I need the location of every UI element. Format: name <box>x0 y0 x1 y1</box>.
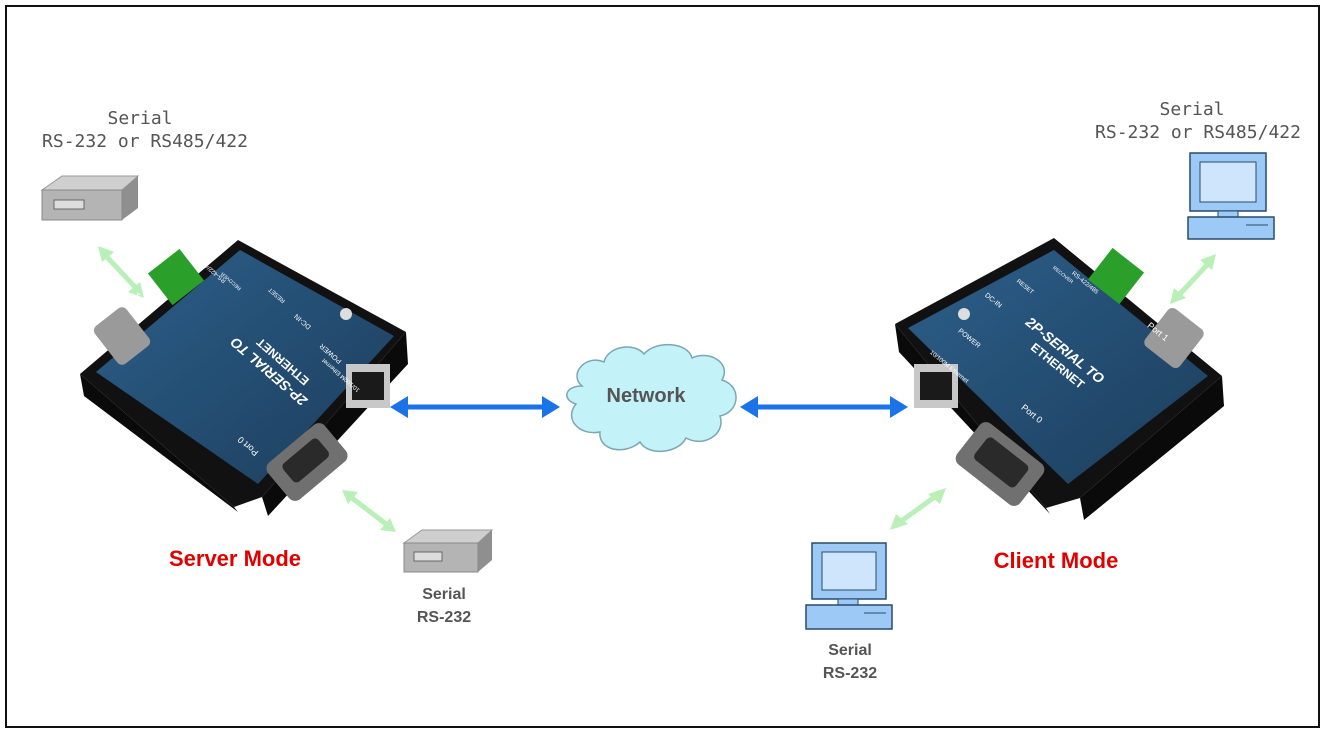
server-serial-bottom-line1: Serial <box>422 586 466 603</box>
client-power-led <box>958 308 970 320</box>
network-label: Network <box>607 385 687 407</box>
server-power-led <box>340 308 352 320</box>
client-ethernet-jack <box>914 364 958 408</box>
client-serial-top-line1: Serial <box>1159 99 1224 120</box>
client-serial-bottom-line1: Serial <box>828 642 872 659</box>
client-serial-arrow-top <box>1170 254 1216 304</box>
diagram-frame: Serial RS-232 or RS485/422 <box>5 5 1320 728</box>
server-mode-label: Server Mode <box>169 546 301 571</box>
client-serial-top-line2: RS-232 or RS485/422 <box>1095 122 1301 143</box>
network-cloud <box>566 343 737 453</box>
network-arrow-left <box>390 396 560 418</box>
server-serial-top-line1: Serial <box>107 108 172 129</box>
server-serial-top-line2: RS-232 or RS485/422 <box>42 131 248 152</box>
server-serial-arrow-top <box>98 246 144 298</box>
network-diagram: Serial RS-232 or RS485/422 <box>40 99 1301 682</box>
client-mode-label: Client Mode <box>994 548 1119 573</box>
server-device: 2P-SERIAL TO ETHERNET Port 0 Port 1 POWE… <box>80 240 408 516</box>
client-device: 2P-SERIAL TO ETHERNET Port 0 Port 1 POWE… <box>895 238 1224 520</box>
client-port0-connector <box>955 422 1045 506</box>
server-panel <box>96 250 394 484</box>
client-panel <box>908 250 1208 484</box>
server-port1-connector <box>93 307 151 365</box>
server-panel-port1: Port 1 <box>132 291 157 314</box>
server-serial-device-bottom <box>402 529 494 573</box>
server-serial-arrow-bottom <box>342 490 396 532</box>
client-serial-bottom-line2: RS-232 <box>823 665 877 682</box>
client-serial-computer-top <box>1187 152 1275 240</box>
server-ethernet-jack <box>346 364 390 408</box>
server-serial-device-top <box>40 175 140 221</box>
server-port0-connector <box>266 423 348 501</box>
network-arrow-right <box>740 396 908 418</box>
server-serial-bottom-line2: RS-232 <box>417 609 471 626</box>
client-serial-arrow-bottom <box>890 488 946 530</box>
client-serial-computer-bottom <box>805 542 893 630</box>
client-port1-connector <box>1144 307 1204 369</box>
